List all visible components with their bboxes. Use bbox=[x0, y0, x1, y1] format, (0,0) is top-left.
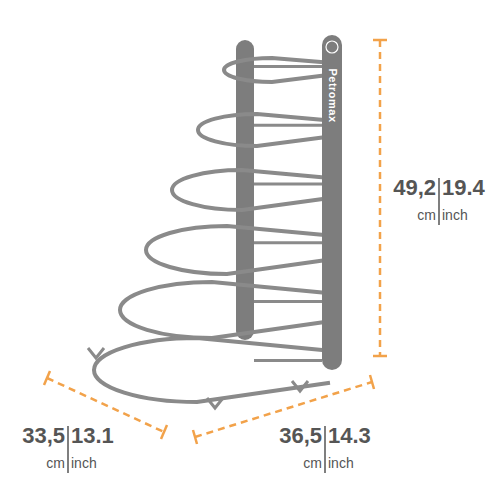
wire-support bbox=[254, 300, 322, 303]
unit-label: inch bbox=[442, 208, 468, 222]
wire-support bbox=[254, 183, 322, 186]
wire-shelf bbox=[146, 226, 330, 274]
wire-shelf bbox=[94, 338, 330, 402]
depth-inch: 13.1 bbox=[71, 425, 114, 447]
unit-label: inch bbox=[71, 456, 97, 470]
unit-label: cm bbox=[417, 208, 436, 222]
unit-dividers bbox=[68, 178, 439, 473]
rack-foot bbox=[292, 381, 308, 391]
wire-shelf bbox=[120, 282, 330, 338]
height-inch: 19.4 bbox=[442, 177, 485, 199]
width-inch: 14.3 bbox=[328, 425, 371, 447]
wire-shelf bbox=[198, 114, 330, 146]
rack-foot bbox=[88, 348, 104, 358]
dimension-lines bbox=[44, 40, 387, 444]
wire-support bbox=[254, 124, 322, 127]
wire-shelf bbox=[172, 170, 330, 210]
wire-shelf bbox=[224, 58, 330, 82]
height-cm: 49,2 bbox=[393, 177, 436, 199]
wire-support bbox=[254, 241, 322, 244]
unit-label: cm bbox=[303, 456, 322, 470]
unit-label: cm bbox=[46, 456, 65, 470]
unit-label: inch bbox=[328, 456, 354, 470]
width-cm: 36,5 bbox=[279, 425, 322, 447]
brand-logo: Petromax bbox=[326, 68, 337, 122]
wire-support bbox=[254, 65, 322, 68]
rack-foot bbox=[207, 398, 223, 408]
rack-wire-shelves bbox=[88, 58, 330, 408]
rack-back-bar bbox=[236, 40, 254, 340]
rack-front-bar bbox=[322, 35, 342, 370]
depth-cm: 33,5 bbox=[22, 425, 65, 447]
wire-support bbox=[254, 359, 322, 362]
